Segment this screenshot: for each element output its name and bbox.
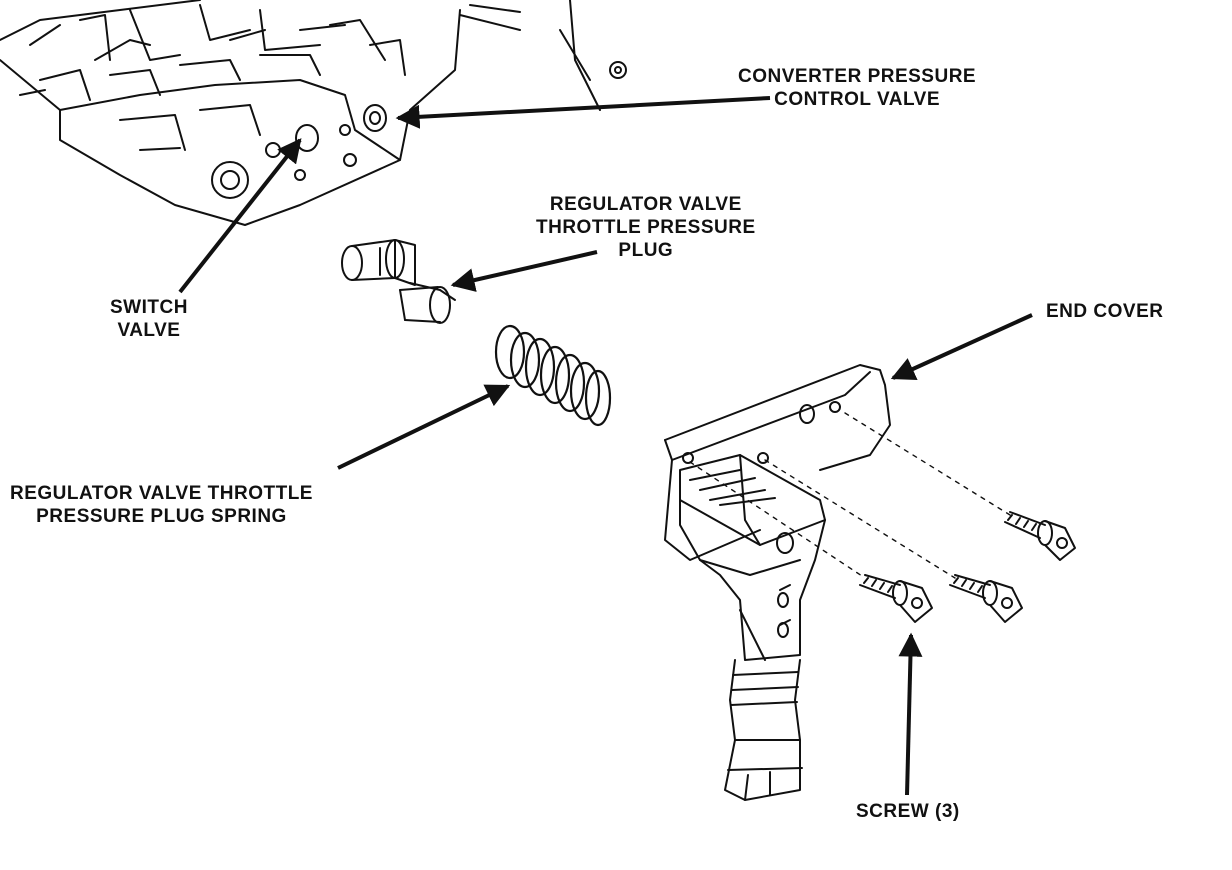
label-line: CONVERTER PRESSURE [738, 66, 977, 87]
label-line: REGULATOR VALVE [549, 194, 742, 215]
label-converter-pressure-control-valve: CONVERTER PRESSURE CONTROL VALVE [738, 65, 976, 111]
arrow-screw [898, 632, 923, 796]
screw-right-lower [949, 574, 1023, 623]
leader-arrows [178, 96, 1033, 796]
label-switch-valve: SWITCH VALVE [110, 296, 188, 342]
label-line: THROTTLE PRESSURE [536, 217, 756, 238]
label-line: SCREW (3) [856, 801, 960, 822]
arrow-converter-pressure [395, 96, 771, 129]
label-line: REGULATOR VALVE THROTTLE [10, 483, 313, 504]
label-line: END COVER [1046, 301, 1164, 322]
arrow-end-cover [890, 313, 1033, 381]
arrow-throttle-plug [450, 250, 598, 292]
label-line: VALVE [117, 320, 181, 341]
label-line: CONTROL VALVE [774, 89, 940, 110]
screw-center [859, 574, 933, 623]
label-line: PLUG [618, 240, 674, 261]
arrow-switch-valve [178, 138, 302, 294]
label-end-cover: END COVER [1046, 300, 1163, 323]
label-screw: SCREW (3) [856, 800, 960, 823]
label-line: PRESSURE PLUG SPRING [36, 506, 287, 527]
throttle-pressure-plug [341, 239, 456, 324]
plug-spring [494, 324, 612, 427]
label-plug-spring: REGULATOR VALVE THROTTLE PRESSURE PLUG S… [10, 482, 313, 528]
arrow-spring [337, 384, 511, 470]
end-cover-assembly [664, 364, 891, 801]
screw-right-upper [1004, 511, 1076, 561]
label-regulator-valve-throttle-pressure-plug: REGULATOR VALVE THROTTLE PRESSURE PLUG [536, 193, 756, 262]
label-line: SWITCH [110, 297, 188, 318]
valve-body [0, 0, 627, 226]
alignment-lines [689, 412, 1011, 579]
